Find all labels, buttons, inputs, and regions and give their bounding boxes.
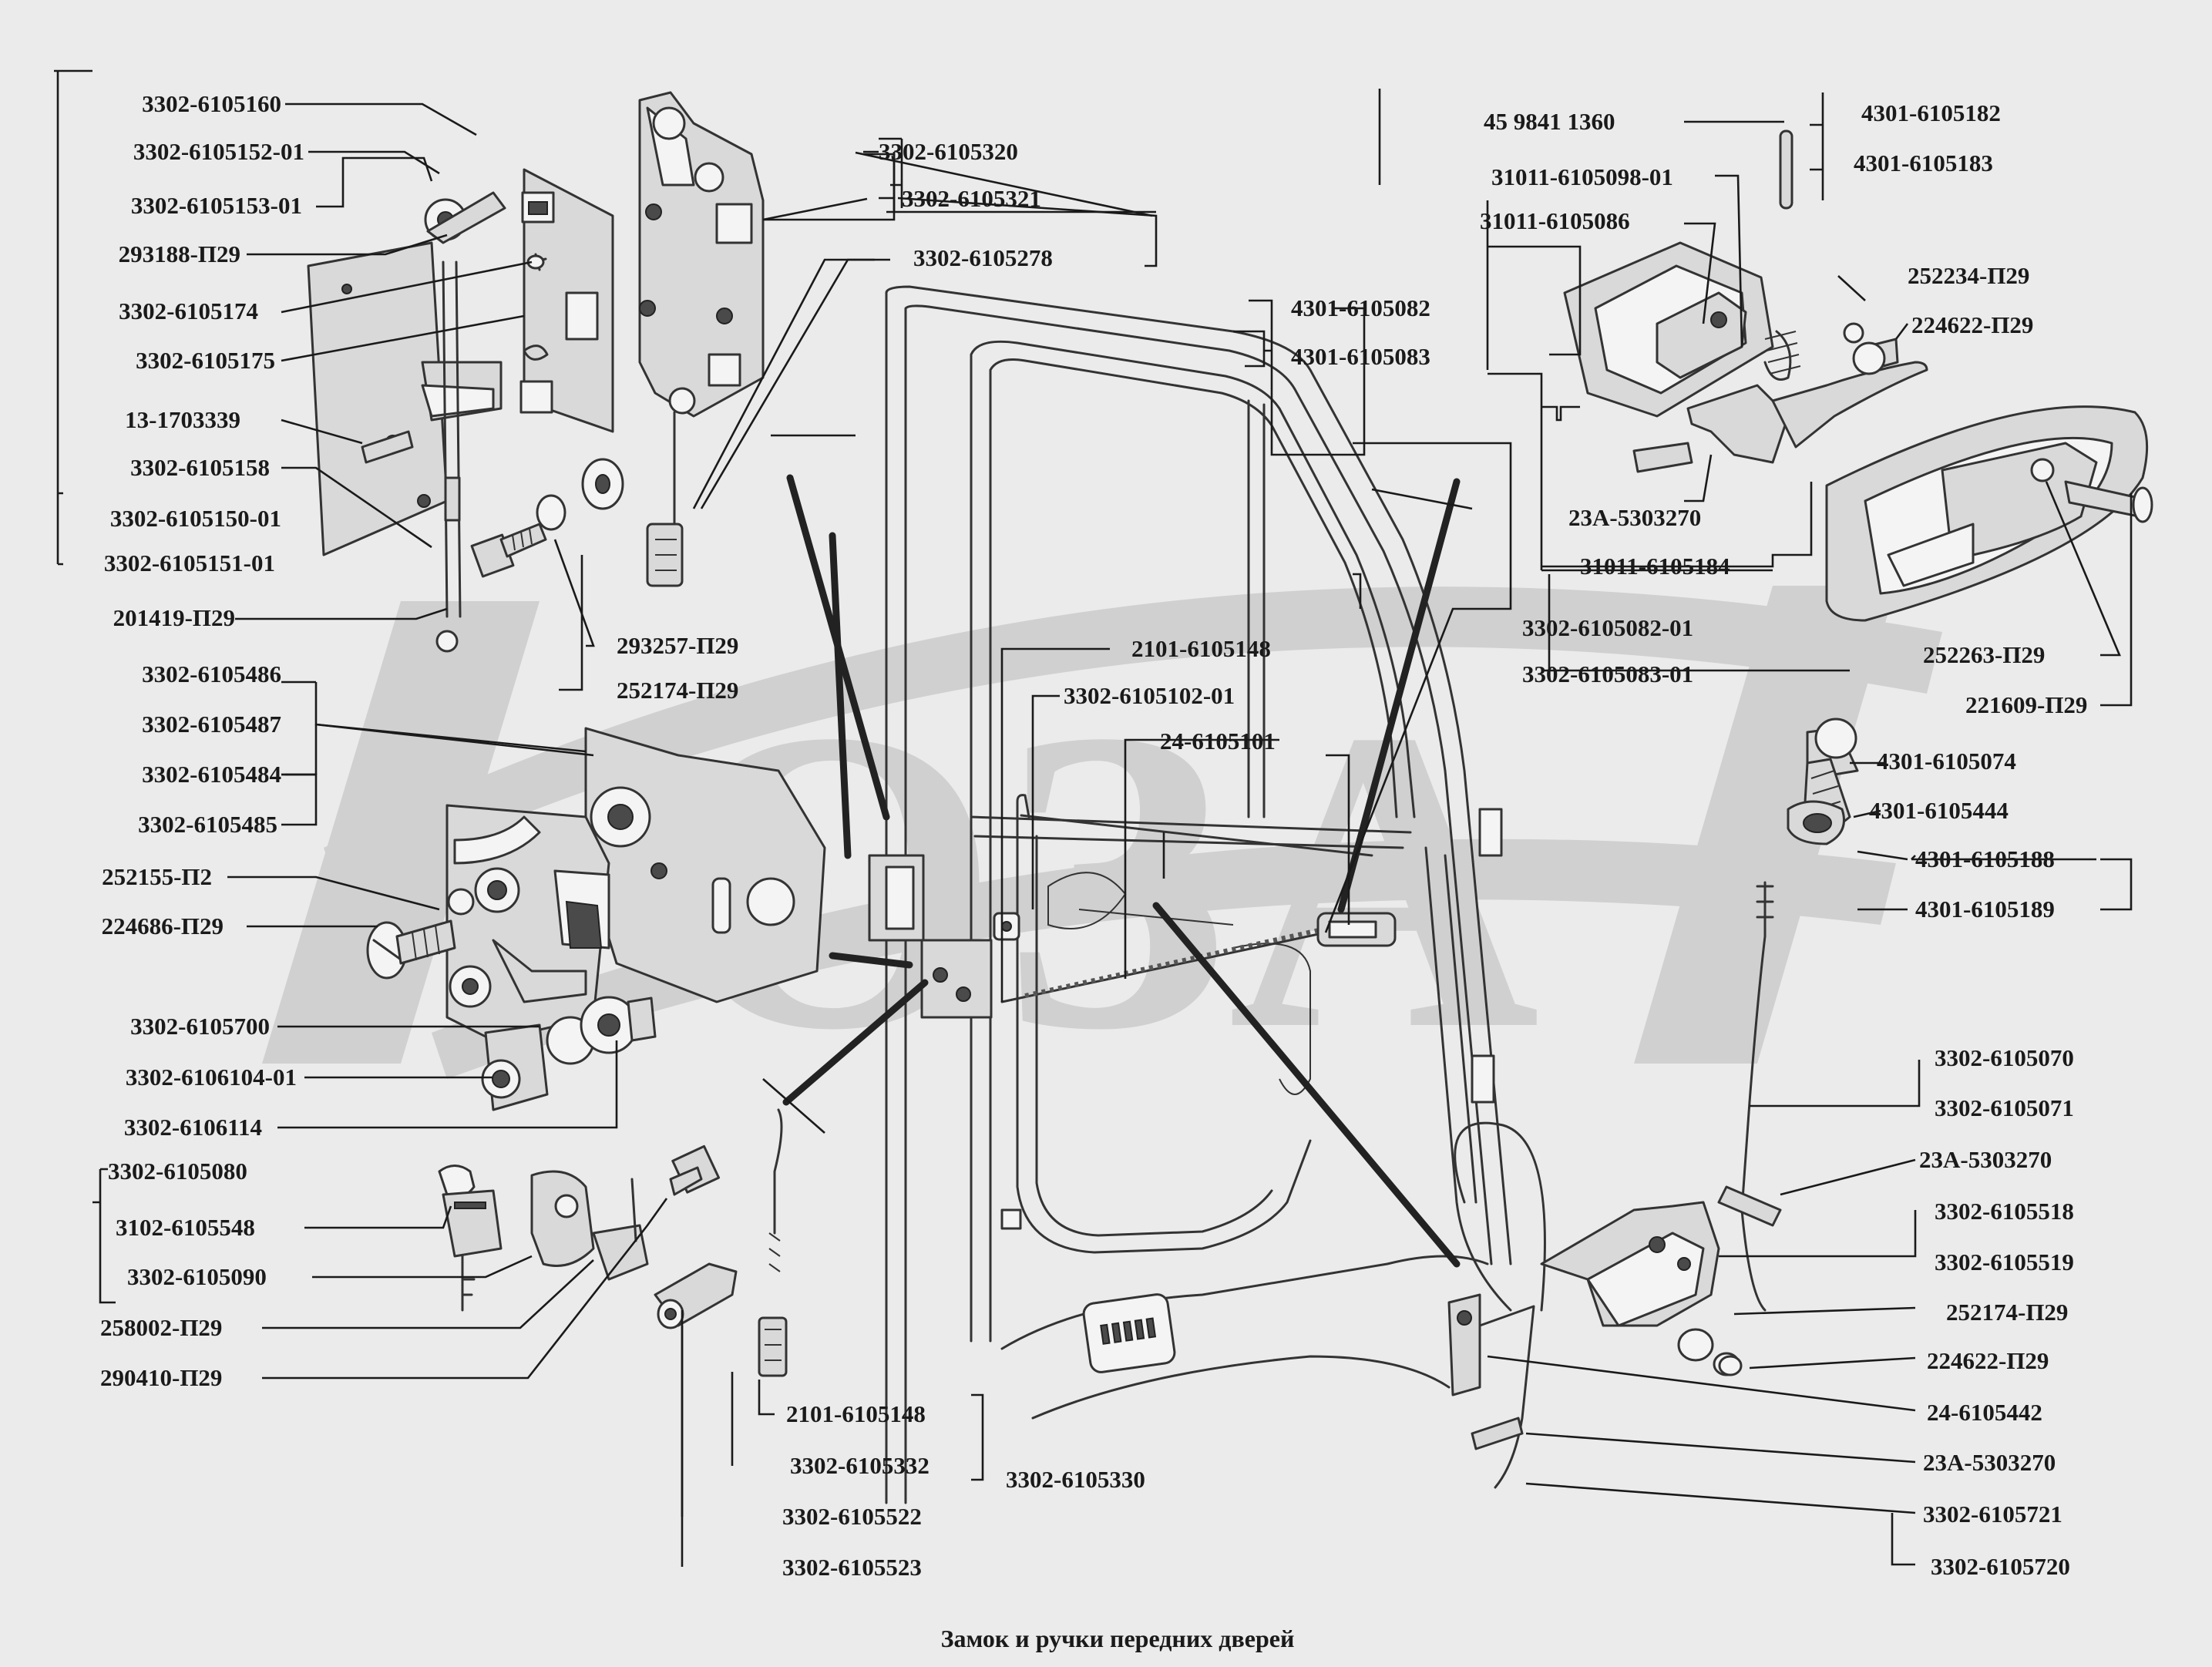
part-label: 293257-П29	[617, 632, 738, 659]
part-label: 23А-5303270	[1919, 1146, 2052, 1173]
part-label: 3302-6105519	[1935, 1249, 2074, 1275]
part-label: 201419-П29	[113, 604, 235, 631]
figure-caption: Замок и ручки передних дверей	[941, 1625, 1295, 1652]
part-label: 3302-6105518	[1935, 1198, 2074, 1225]
part-label: 252234-П29	[1908, 262, 2029, 289]
part-label: 258002-П29	[100, 1314, 222, 1341]
part-label: 2101-6105148	[786, 1400, 926, 1427]
part-label: 4301-6105183	[1854, 150, 1993, 176]
part-label: 3302-6105152-01	[133, 138, 304, 165]
part-label: 31011-6105086	[1480, 207, 1630, 234]
part-label: 13-1703339	[125, 406, 240, 433]
part-label: 3302-6106114	[124, 1114, 262, 1141]
part-label: 3302-6105153-01	[131, 192, 302, 219]
part-label: 31011-6105098-01	[1491, 163, 1673, 190]
part-label: 23А-5303270	[1568, 504, 1701, 531]
part-label: 4301-6105182	[1861, 99, 2001, 126]
part-labels: 3302-6105160 3302-6105152-01 3302-610515…	[100, 90, 2087, 1581]
part-label: 4301-6105074	[1877, 748, 2016, 775]
part-label: 224622-П29	[1927, 1347, 2049, 1374]
part-label: 293188-П29	[119, 240, 240, 267]
part-label: 31011-6105184	[1580, 553, 1730, 580]
part-label: 3302-6106104-01	[126, 1064, 297, 1091]
part-label: 3102-6105548	[116, 1214, 255, 1241]
inside-handle-drawing	[1563, 129, 2153, 622]
part-label: 3302-6105485	[138, 811, 277, 838]
part-label: 24-6105442	[1927, 1399, 2042, 1426]
part-label: 3302-6105090	[127, 1263, 267, 1290]
part-label: 3302-6105330	[1006, 1466, 1145, 1493]
part-label: 3302-6105321	[902, 185, 1041, 212]
part-label: 45 9841 1360	[1484, 108, 1615, 135]
part-label: 252174-П29	[617, 677, 738, 704]
part-label: 224622-П29	[1911, 311, 2033, 338]
part-label: 252155-П2	[102, 863, 212, 890]
part-label: 3302-6105320	[879, 138, 1018, 165]
part-label: 3302-6105158	[130, 454, 270, 481]
part-label: 290410-П29	[100, 1364, 222, 1391]
part-label: 221609-П29	[1965, 691, 2087, 718]
part-label: 3302-6105174	[119, 297, 258, 324]
part-label: 224686-П29	[102, 912, 224, 939]
outside-handle-drawing	[1447, 718, 1859, 1489]
part-label: 3302-6105160	[142, 90, 281, 117]
part-label: 3302-6105080	[108, 1158, 247, 1185]
part-label: 3302-6105278	[913, 244, 1053, 271]
section-pointers	[762, 434, 1473, 1268]
part-label: 4301-6105189	[1915, 896, 2055, 923]
part-label: 3302-6105102-01	[1064, 682, 1235, 709]
key-cylinder-drawing	[438, 1108, 788, 1377]
part-label: 3302-6105070	[1935, 1044, 2074, 1071]
part-label: 3302-6105071	[1935, 1094, 2074, 1121]
door-frame-drawing	[868, 285, 1546, 1504]
part-label: 3302-6105484	[142, 761, 281, 788]
part-label: 3302-6105175	[136, 347, 275, 374]
part-label: 3302-6105486	[142, 660, 281, 687]
part-label: 3302-6105720	[1931, 1553, 2070, 1580]
part-label: 24-6105101	[1160, 728, 1276, 755]
door-hinge-drawing	[307, 168, 624, 653]
part-label: 3302-6105332	[790, 1452, 930, 1479]
part-label: 4301-6105083	[1291, 343, 1430, 370]
part-label: 3302-6105721	[1923, 1501, 2062, 1528]
part-label: 252174-П29	[1946, 1299, 2068, 1326]
part-label: 23А-5303270	[1923, 1449, 2056, 1476]
part-label: 3302-6105487	[142, 711, 281, 738]
part-label: 2101-6105148	[1131, 635, 1271, 662]
part-label: 3302-6105150-01	[110, 505, 281, 532]
part-label: 3302-6105522	[782, 1503, 922, 1530]
part-label: 3302-6105151-01	[104, 550, 275, 576]
part-label: 4301-6105082	[1291, 294, 1430, 321]
part-label: 4301-6105188	[1915, 845, 2055, 872]
hinge-plate-drawing	[638, 91, 765, 587]
part-label: 3302-6105700	[130, 1013, 270, 1040]
lock-assembly-drawing	[366, 727, 826, 1111]
part-label: 3302-6105523	[782, 1554, 922, 1581]
leader-lines	[54, 69, 2133, 1567]
part-label: 4301-6105444	[1869, 797, 2009, 824]
part-label: 3302-6105083-01	[1522, 660, 1693, 687]
part-label: 252263-П29	[1923, 641, 2045, 668]
part-label: 3302-6105082-01	[1522, 614, 1693, 641]
